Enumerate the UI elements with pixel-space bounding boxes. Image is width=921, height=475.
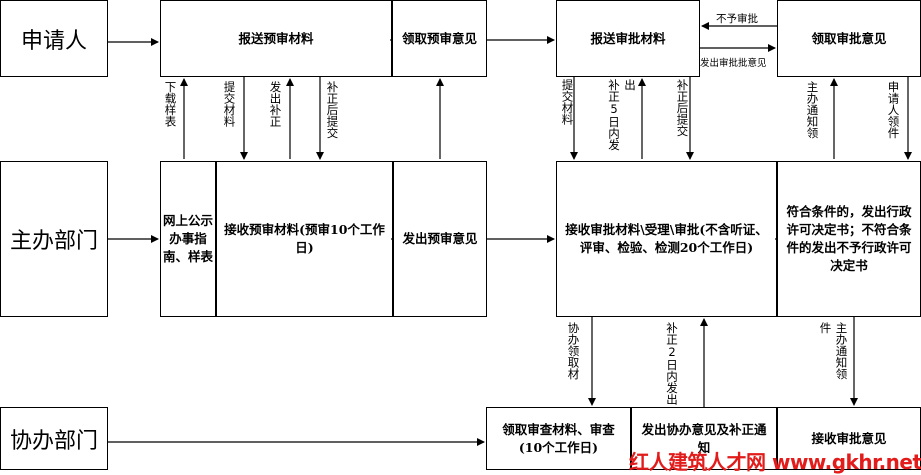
box-assist-issue: 发出协办意见及补正通知: [631, 407, 777, 470]
label-applicant-collect: 申请人领件: [886, 81, 901, 139]
lane-main-dept-label: 主办部门: [9, 229, 98, 254]
label-resubmit-1: 补正后提交: [325, 81, 340, 139]
label-correction-5days: 补正5日内发出: [606, 79, 646, 159]
box-receive-approval-label: 接收审批材料\受理\审批(不含听证、评审、检验、检测20个工作日): [565, 222, 768, 255]
label-main-notify-1: 主办通知领: [805, 81, 820, 139]
box-receive-pre-label: 接收预审材料(预审10个工作日): [224, 222, 385, 255]
label-download-form: 下载样表: [163, 81, 178, 127]
box-assist-receive-label: 领取审查材料、审查(10个工作日): [502, 421, 615, 455]
box-publish-guide: 网上公示办事指南、样表: [160, 161, 216, 317]
label-issue-correction: 发出补正: [268, 81, 283, 127]
box-receive-approval: 接收审批材料\受理\审批(不含听证、评审、检验、检测20个工作日): [556, 161, 777, 317]
box-receive-pre: 接收预审材料(预审10个工作日): [216, 161, 393, 317]
box-assist-receive: 领取审查材料、审查(10个工作日): [486, 407, 631, 470]
box-decision-label: 符合条件的，发出行政许可决定书；不符合条件的发出不予行政许可决定书: [786, 204, 912, 273]
box-issue-pre-opinion-label: 发出预审意见: [402, 231, 478, 246]
box-submit-pre: 报送预审材料: [160, 0, 392, 77]
lane-assist-dept-label: 协办部门: [9, 428, 98, 454]
label-correction-5days-text: 补正5日内发出: [607, 79, 637, 151]
lane-applicant-label: 申请人: [20, 28, 87, 54]
box-get-pre-opinion: 领取预审意见: [392, 0, 487, 77]
lane-assist-dept: 协办部门: [0, 407, 108, 470]
box-get-approval-opinion: 领取审批意见: [777, 0, 921, 77]
watermark: 红人建筑人才网 www.gkhr.net: [629, 450, 921, 474]
box-issue-pre-opinion: 发出预审意见: [393, 161, 487, 317]
box-submit-pre-label: 报送预审材料: [238, 30, 314, 46]
box-publish-guide-label: 网上公示办事指南、样表: [163, 213, 214, 264]
box-assist-receive-opinion: 接收审批意见: [777, 407, 921, 470]
label-resubmit-2: 补正后提交: [675, 79, 690, 137]
label-submit-material-1: 提交材料: [222, 81, 237, 127]
box-assist-receive-opinion-label: 接收审批意见: [811, 430, 887, 446]
label-main-notify-2: 主办通知领: [834, 322, 849, 380]
label-item-char: 件: [818, 322, 833, 334]
box-decision: 符合条件的，发出行政许可决定书；不符合条件的发出不予行政许可决定书: [777, 161, 921, 317]
box-assist-issue-label: 发出协办意见及补正通知: [641, 421, 767, 455]
label-submit-material-2: 提交材料: [560, 79, 575, 125]
label-assist-collect: 协办领取材: [566, 322, 581, 380]
label-correction-2days: 补正2日内发出: [664, 322, 700, 406]
box-submit-approval: 报送审批材料: [556, 0, 700, 77]
lane-main-dept: 主办部门: [0, 161, 108, 317]
box-submit-approval-label: 报送审批材料: [590, 30, 666, 46]
lane-applicant: 申请人: [0, 0, 108, 77]
box-get-approval-opinion-label: 领取审批意见: [811, 30, 887, 46]
label-issue-approval-opinion: 发出审批批意见: [700, 58, 767, 69]
box-get-pre-opinion-label: 领取预审意见: [401, 30, 477, 46]
label-not-approved: 不予审批: [716, 13, 758, 25]
label-correction-2days-text: 补正2日内发出: [665, 322, 679, 405]
